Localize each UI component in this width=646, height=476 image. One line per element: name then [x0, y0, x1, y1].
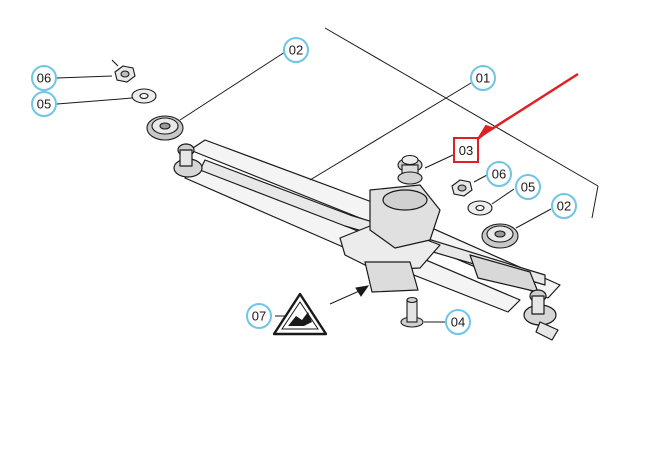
callout-05-left: 05 — [31, 91, 57, 117]
highlight-arrow — [477, 72, 579, 140]
svg-text:05: 05 — [521, 180, 535, 195]
callout-02-right: 02 — [551, 193, 577, 219]
callout-05-right: 05 — [515, 174, 541, 200]
small-parts — [111, 59, 519, 328]
svg-text:01: 01 — [476, 71, 490, 86]
callout-07: 07 — [246, 303, 272, 329]
callout-02-left: 02 — [283, 37, 309, 63]
frame-lines — [324, 27, 599, 219]
callout-01: 01 — [470, 65, 496, 91]
svg-text:06: 06 — [37, 71, 51, 86]
svg-text:02: 02 — [557, 199, 571, 214]
callout-06-left: 06 — [31, 65, 57, 91]
linkage-assembly — [173, 139, 561, 341]
svg-text:06: 06 — [492, 167, 506, 182]
leader-lines — [56, 51, 552, 323]
callout-06-right: 06 — [486, 161, 512, 187]
svg-text:03: 03 — [459, 143, 473, 158]
callout-04: 04 — [445, 309, 471, 335]
svg-text:05: 05 — [37, 97, 51, 112]
callout-03-highlighted: 03 — [453, 137, 479, 163]
svg-text:04: 04 — [451, 315, 465, 330]
svg-text:02: 02 — [289, 43, 303, 58]
warning-triangle-07 — [272, 292, 328, 336]
svg-text:07: 07 — [252, 309, 266, 324]
